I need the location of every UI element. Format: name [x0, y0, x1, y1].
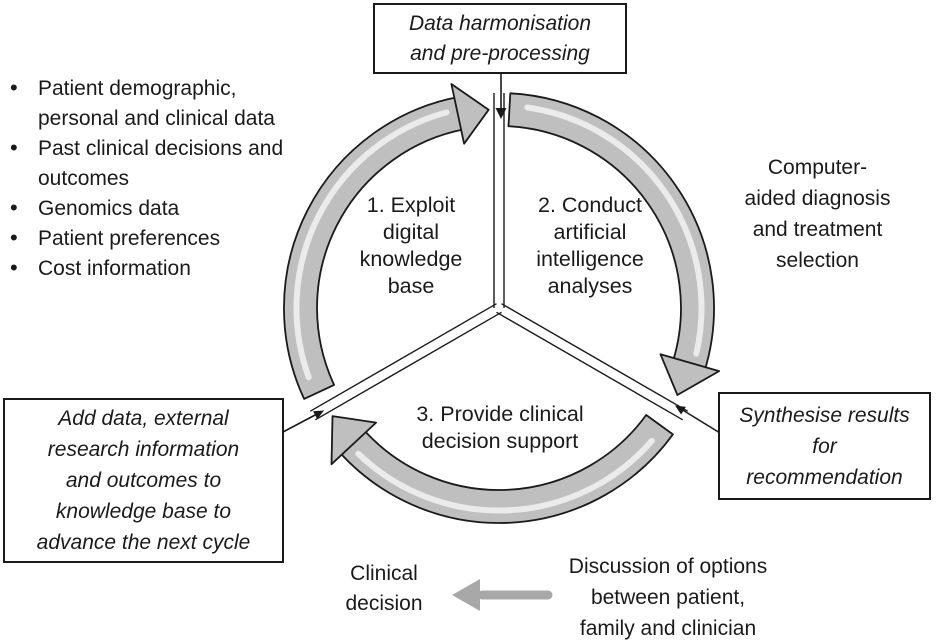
connector-right-arrowhead [675, 405, 686, 415]
list-item: Cost information [6, 253, 340, 284]
sector-divider-line [309, 303, 497, 412]
sector-divider-line [501, 303, 689, 412]
cycle-arc-arrowhead [450, 83, 490, 145]
connector-top-arrowhead [495, 108, 507, 119]
list-item: Patient preferences [6, 223, 340, 254]
list-item: Genomics data [6, 193, 340, 224]
connector-right-line [680, 408, 721, 434]
cycle-arc-gloss [355, 437, 655, 514]
cycle-arc-group [283, 83, 720, 524]
list-item: Patient demographic,personal and clinica… [6, 73, 340, 134]
sector-divider-line [314, 311, 502, 421]
sector-divider-line [496, 311, 684, 421]
cycle-arc-arrowhead [659, 353, 720, 396]
cycle-arc-arrowhead [330, 415, 377, 466]
decision-arrowhead [452, 579, 480, 611]
cycle-arc-gloss [524, 104, 705, 357]
connector-left-line [282, 413, 318, 433]
connector-left-arrowhead [313, 410, 324, 420]
input-data-list: Patient demographic,personal and clinica… [6, 73, 340, 284]
